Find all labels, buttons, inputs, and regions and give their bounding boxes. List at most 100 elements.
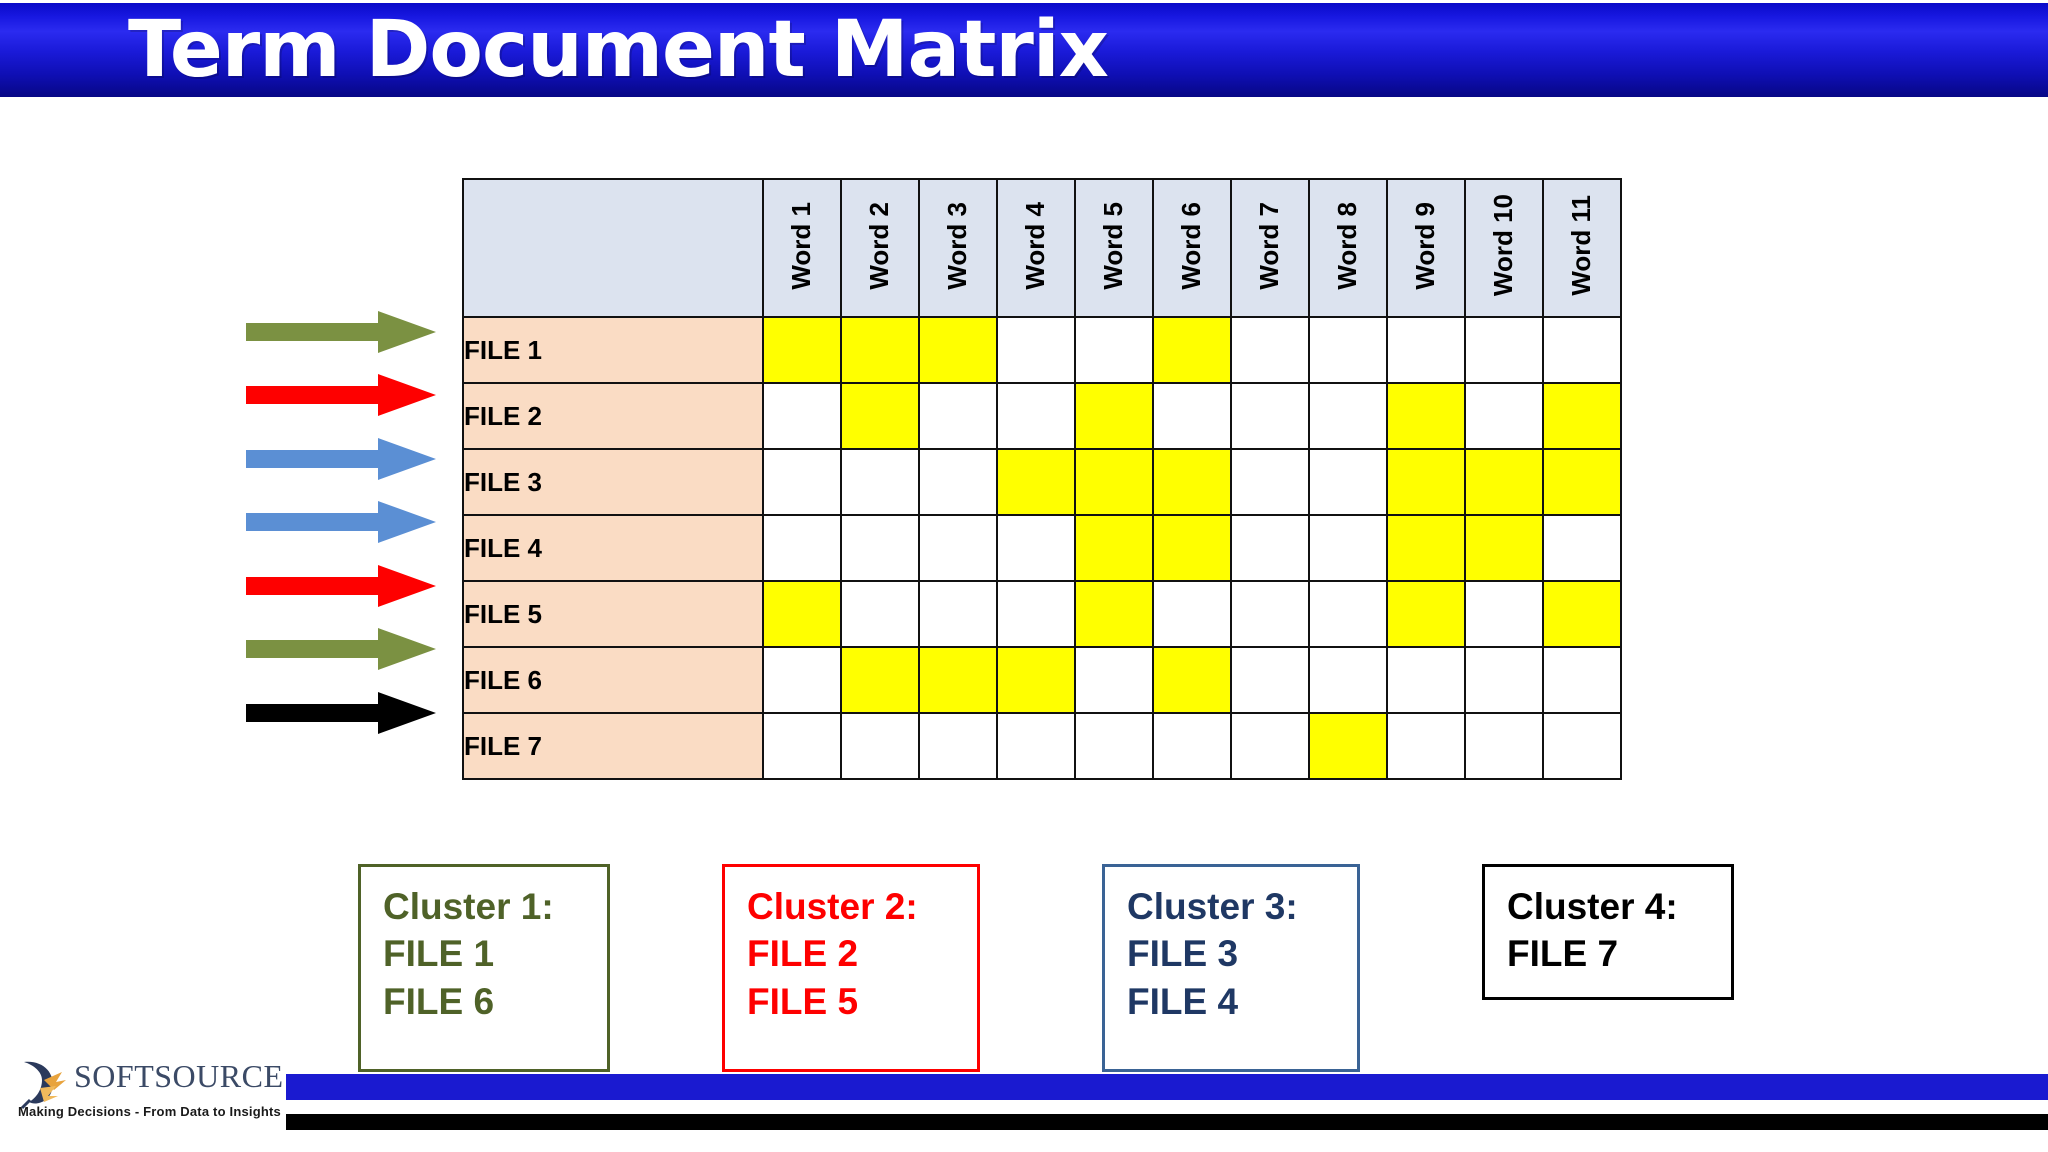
- matrix-row: FILE 3: [462, 448, 1622, 516]
- logo-tagline: Making Decisions - From Data to Insights: [18, 1104, 281, 1119]
- matrix-cell-empty: [1230, 646, 1310, 714]
- matrix-cell-empty: [1230, 382, 1310, 450]
- matrix-cell-empty: [1542, 646, 1622, 714]
- matrix-cell-highlighted: [996, 448, 1076, 516]
- matrix-cell-empty: [996, 514, 1076, 582]
- matrix-cell-empty: [1074, 712, 1154, 780]
- arrow-file-5-icon: [246, 564, 436, 608]
- matrix-cell-highlighted: [1308, 712, 1388, 780]
- matrix-row-label: FILE 2: [462, 382, 764, 450]
- matrix-cell-highlighted: [1542, 580, 1622, 648]
- cluster-file-item: FILE 7: [1507, 933, 1619, 975]
- cluster-title: Cluster 1:: [383, 886, 554, 927]
- matrix-cell-empty: [1230, 580, 1310, 648]
- matrix-cell-empty: [1074, 646, 1154, 714]
- matrix-cell-empty: [1464, 580, 1544, 648]
- arrow-file-4-icon: [246, 500, 436, 544]
- matrix-cell-empty: [1230, 514, 1310, 582]
- matrix-column-header: Word 10: [1464, 178, 1544, 318]
- cluster-box: Cluster 4:FILE 7: [1482, 864, 1734, 1000]
- matrix-cell-empty: [918, 712, 998, 780]
- matrix-cell-empty: [1308, 448, 1388, 516]
- matrix-row-label: FILE 7: [462, 712, 764, 780]
- cluster-file-item: FILE 3: [1127, 933, 1239, 975]
- arrow-row: [246, 491, 446, 555]
- matrix-corner-cell: [462, 178, 764, 318]
- matrix-column-header-label: Word 11: [1566, 195, 1597, 296]
- matrix-column-header-label: Word 8: [1332, 201, 1363, 290]
- matrix-cell-highlighted: [1152, 448, 1232, 516]
- matrix-cell-highlighted: [1542, 448, 1622, 516]
- matrix-column-header-label: Word 4: [1020, 201, 1051, 290]
- page-title: Term Document Matrix: [128, 5, 1109, 95]
- matrix-cell-empty: [1152, 580, 1232, 648]
- matrix-row: FILE 7: [462, 712, 1622, 780]
- matrix-cell-highlighted: [1074, 382, 1154, 450]
- matrix-cell-empty: [1464, 646, 1544, 714]
- matrix-cell-highlighted: [1074, 514, 1154, 582]
- matrix-row-label: FILE 3: [462, 448, 764, 516]
- matrix-cell-empty: [1308, 316, 1388, 384]
- matrix-column-header: Word 5: [1074, 178, 1154, 318]
- matrix-column-header-label: Word 3: [942, 201, 973, 290]
- matrix-cell-empty: [1386, 316, 1466, 384]
- matrix-column-header-label: Word 6: [1176, 201, 1207, 290]
- matrix-cell-empty: [1464, 712, 1544, 780]
- softsource-logo: SOFTSOURCE Making Decisions - From Data …: [16, 1052, 286, 1138]
- matrix-cell-highlighted: [1386, 514, 1466, 582]
- matrix-cell-empty: [1542, 712, 1622, 780]
- matrix-cell-empty: [1152, 382, 1232, 450]
- matrix-column-header: Word 4: [996, 178, 1076, 318]
- matrix-column-header: Word 3: [918, 178, 998, 318]
- matrix-cell-empty: [1308, 382, 1388, 450]
- arrow-row: [246, 681, 446, 745]
- matrix-column-header-label: Word 10: [1488, 194, 1519, 297]
- footer-black-bar: [286, 1114, 2048, 1130]
- cluster-file-item: FILE 5: [747, 980, 859, 1022]
- matrix-cell-highlighted: [840, 646, 920, 714]
- matrix-cell-empty: [918, 514, 998, 582]
- matrix-cell-empty: [1230, 712, 1310, 780]
- matrix-row-label: FILE 4: [462, 514, 764, 582]
- logo-wordmark: SOFTSOURCE: [74, 1058, 284, 1094]
- matrix-cell-empty: [1230, 316, 1310, 384]
- matrix-cell-empty: [1308, 646, 1388, 714]
- matrix-cell-highlighted: [762, 316, 842, 384]
- cluster-title: Cluster 3:: [1127, 886, 1298, 927]
- matrix-cell-highlighted: [1464, 448, 1544, 516]
- matrix-cell-empty: [840, 514, 920, 582]
- arrow-row: [246, 554, 446, 618]
- matrix-column-header-label: Word 7: [1254, 201, 1285, 290]
- matrix-column-header: Word 2: [840, 178, 920, 318]
- cluster-file-item: FILE 2: [747, 933, 859, 975]
- matrix-cell-empty: [996, 712, 1076, 780]
- matrix-cell-highlighted: [1152, 514, 1232, 582]
- matrix-cell-highlighted: [1464, 514, 1544, 582]
- matrix-row-label: FILE 1: [462, 316, 764, 384]
- matrix-cell-empty: [1074, 316, 1154, 384]
- arrow-row: [246, 364, 446, 428]
- matrix-column-header: Word 1: [762, 178, 842, 318]
- matrix-row: FILE 2: [462, 382, 1622, 450]
- matrix-cell-empty: [762, 382, 842, 450]
- matrix-column-header: Word 6: [1152, 178, 1232, 318]
- matrix-column-header: Word 7: [1230, 178, 1310, 318]
- matrix-cell-empty: [840, 448, 920, 516]
- matrix-row: FILE 4: [462, 514, 1622, 582]
- matrix-cell-empty: [1464, 316, 1544, 384]
- matrix-cell-highlighted: [918, 646, 998, 714]
- matrix-row-label: FILE 6: [462, 646, 764, 714]
- matrix-cell-highlighted: [918, 316, 998, 384]
- matrix-column-header: Word 9: [1386, 178, 1466, 318]
- footer-blue-bar: [286, 1074, 2048, 1100]
- matrix-cell-highlighted: [1074, 448, 1154, 516]
- arrow-file-2-icon: [246, 373, 436, 417]
- matrix-cell-empty: [996, 382, 1076, 450]
- matrix-cell-empty: [1386, 712, 1466, 780]
